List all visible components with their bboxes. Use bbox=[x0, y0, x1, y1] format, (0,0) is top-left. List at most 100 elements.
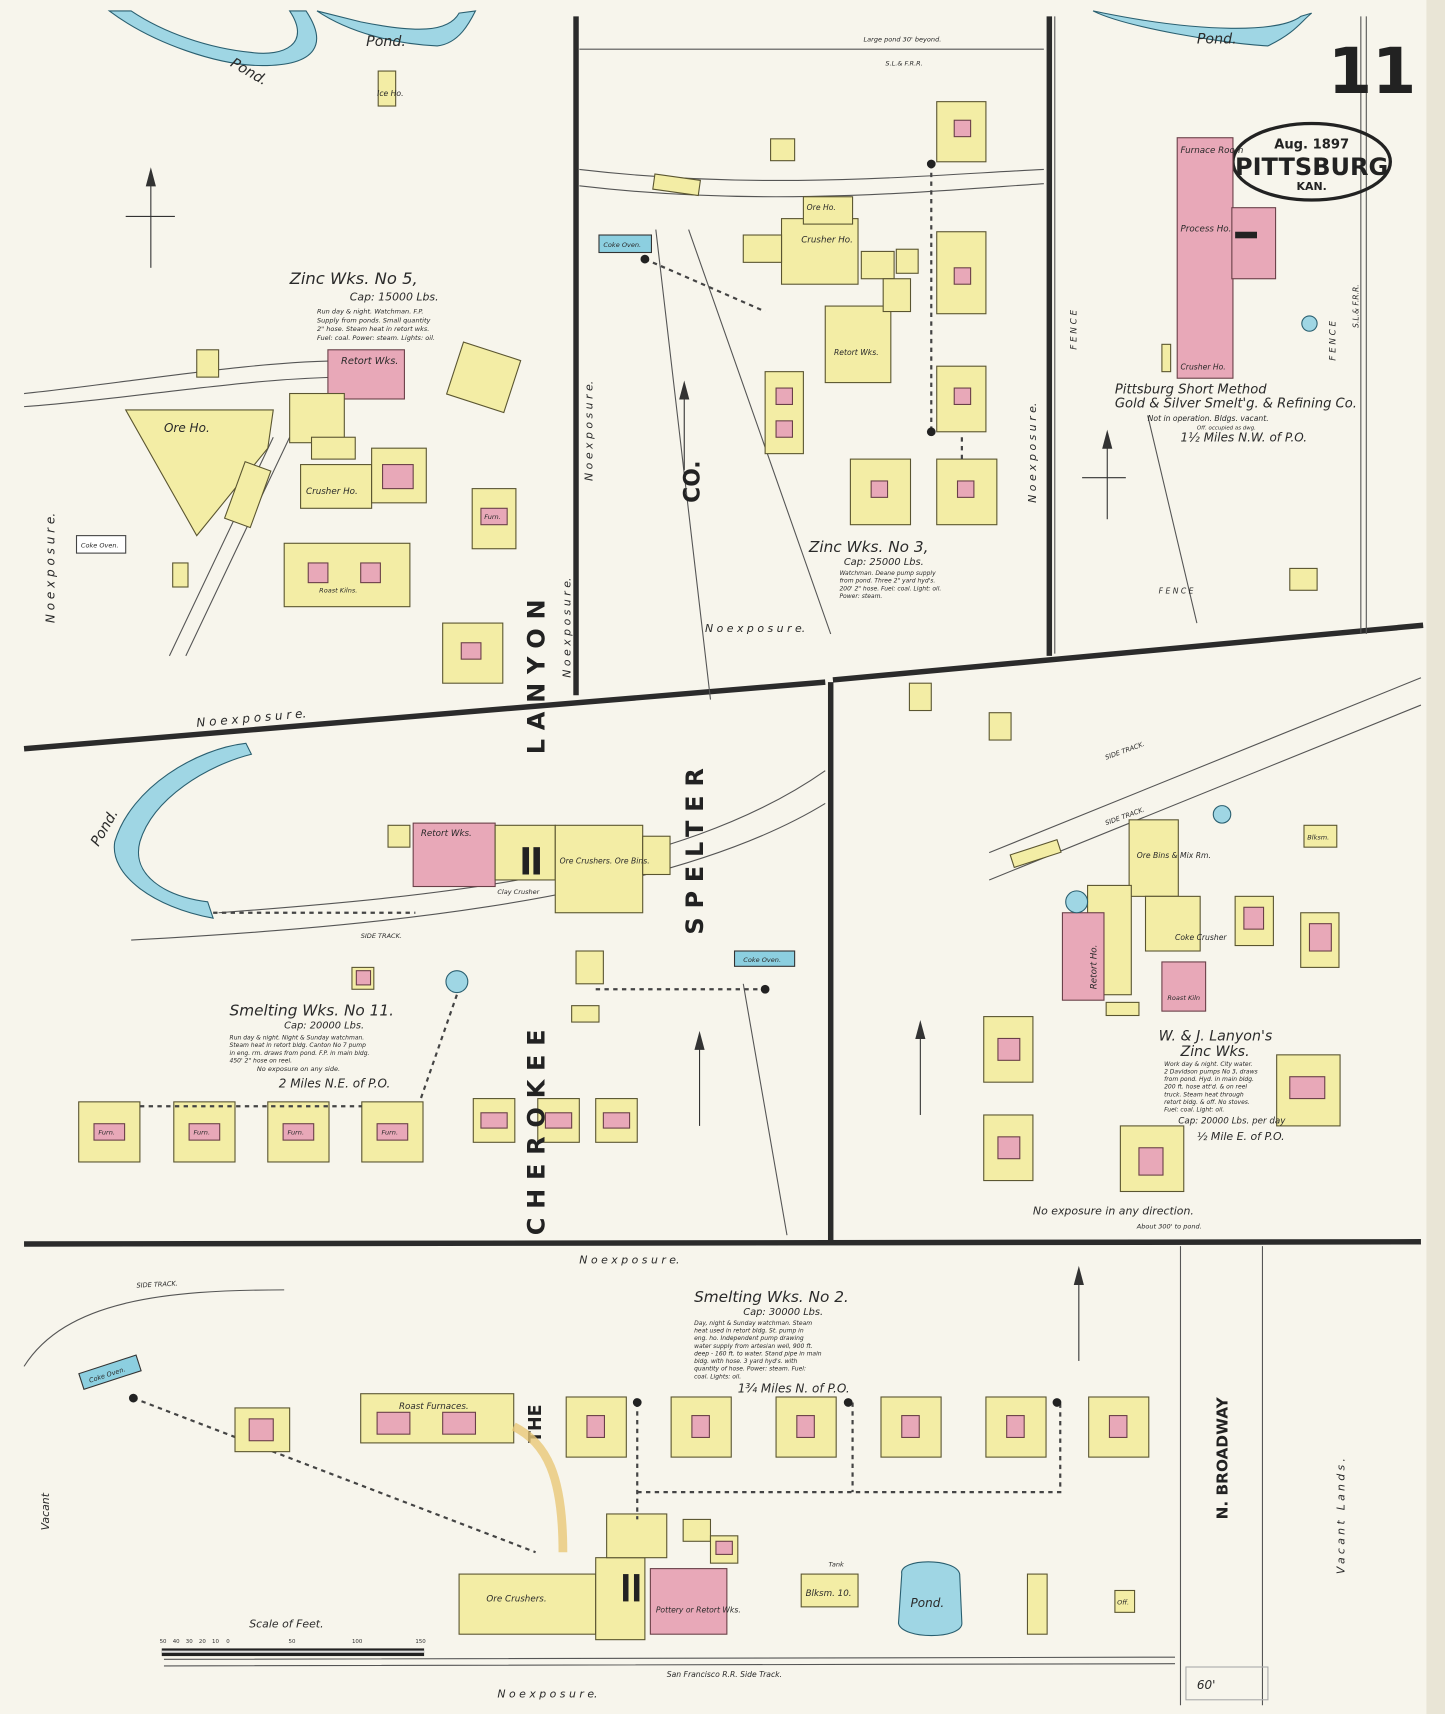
zinc-works-3: Large pond 30' beyond. S.L.& F.R.R. Crus… bbox=[582, 36, 1039, 635]
pond-label: Pond. bbox=[366, 34, 406, 50]
fence-label: F E N C E bbox=[1159, 587, 1194, 596]
crusher-house bbox=[300, 464, 373, 509]
works-title: Gold & Silver Smelt'g. & Refining Co. bbox=[1115, 397, 1357, 412]
roast-kilns bbox=[283, 542, 411, 608]
works-note: water supply from artesian well, 900 ft. bbox=[694, 1343, 813, 1350]
works-distance: 2 Miles N.E. of P.O. bbox=[279, 1077, 391, 1091]
blacksmith-label: Blksm. 10. bbox=[806, 1589, 852, 1599]
coke-oven bbox=[733, 950, 796, 967]
works-title: Zinc Wks. No 3, bbox=[808, 538, 929, 556]
works-capacity: Cap: 15000 Lbs. bbox=[350, 291, 439, 304]
scale-tick: 50 bbox=[160, 1639, 167, 1645]
fence-label: F E N C E bbox=[1329, 320, 1339, 360]
retort-works-label: Retort Wks. bbox=[834, 348, 879, 357]
ice-house-label: Ice Ho. bbox=[377, 89, 403, 98]
furnace-label: Furn. bbox=[484, 513, 501, 521]
pond-left-mid bbox=[113, 742, 253, 919]
ore-bins-label: Ore Bins & Mix Rm. bbox=[1137, 851, 1211, 860]
pond-distance-note: About 300' to pond. bbox=[1136, 1223, 1202, 1231]
scale-tick: 20 bbox=[199, 1639, 206, 1645]
side-track bbox=[23, 1289, 285, 1367]
company-name-spelter: SPELTER bbox=[681, 759, 709, 934]
company-co-label: CO. bbox=[681, 460, 706, 502]
process-house-label: Process Ho. bbox=[1180, 225, 1231, 235]
works-capacity: Cap: 25000 Lbs. bbox=[844, 557, 924, 568]
city-name: PITTSBURG bbox=[1235, 153, 1388, 181]
smelting-works-2: N o e x p o s u r e. N o e x p o s u r e… bbox=[39, 1254, 1347, 1701]
works-note: 2 Davidson pumps No 3, draws bbox=[1164, 1068, 1258, 1075]
retort-works bbox=[327, 349, 405, 400]
works-note: Power: steam. bbox=[839, 593, 882, 600]
state-name: KAN. bbox=[1297, 180, 1327, 193]
roast-kiln-label: Roast Kiln bbox=[1167, 994, 1200, 1002]
furnace-label: Furn. bbox=[381, 1129, 398, 1137]
works-note: Run day & night. Night & Sunday watchman… bbox=[230, 1035, 365, 1042]
works-note: Day, night & Sunday watchman. Steam bbox=[694, 1320, 812, 1327]
furnace-label: Furn. bbox=[287, 1129, 304, 1137]
ore-house-label: Ore Ho. bbox=[807, 203, 836, 212]
railroad-label: S.L.& F.R.R. bbox=[885, 60, 922, 68]
sheet-number: 11 bbox=[1328, 34, 1416, 108]
north-arrow-icon bbox=[125, 167, 1126, 1361]
works-distance: 1¾ Miles N. of P.O. bbox=[738, 1382, 850, 1396]
works-note: 200 ft. hose att'd. & on reel bbox=[1164, 1084, 1247, 1091]
works-capacity: Cap: 20000 Lbs. per day bbox=[1178, 1117, 1286, 1127]
block-divider bbox=[23, 679, 826, 752]
pittsburg-smelting-co: Furnace Room Process Ho. Crusher Ho. Pit… bbox=[1070, 137, 1361, 596]
works-note: coal. Lights: oil. bbox=[694, 1373, 741, 1380]
works-title: Pittsburg Short Method bbox=[1115, 383, 1267, 398]
exposure-label: N o e x p o s u r e. bbox=[705, 622, 805, 635]
retort-works-label: Retort Wks. bbox=[421, 829, 472, 839]
lot-line bbox=[579, 16, 1367, 1706]
works-note: Fuel: coal. Power: steam. Lights: oil. bbox=[317, 334, 435, 342]
works-distance: ½ Mile E. of P.O. bbox=[1197, 1130, 1285, 1143]
street-width: 60' bbox=[1197, 1678, 1216, 1692]
pond-label: Pond. bbox=[1197, 32, 1237, 48]
vacant-lands-label: Vacant Lands. bbox=[1334, 1455, 1347, 1574]
exposure-label: N o e x p o s u r e. bbox=[579, 1254, 679, 1267]
pond-label: Pond. bbox=[911, 1596, 945, 1610]
exposure-label: No exposure in any direction. bbox=[1033, 1204, 1194, 1217]
side-track bbox=[168, 229, 1198, 1236]
roast-kilns-label: Roast Kilns. bbox=[319, 586, 357, 594]
coke-oven bbox=[78, 1354, 142, 1390]
scale-tick: 100 bbox=[352, 1639, 363, 1645]
ore-crushers-label: Ore Crushers. bbox=[486, 1594, 546, 1604]
side-track-label: SIDE TRACK. bbox=[136, 1280, 178, 1290]
pond-top-right bbox=[1092, 10, 1312, 47]
scale-tick: 150 bbox=[415, 1639, 426, 1645]
clay-crusher-label: Clay Crusher bbox=[497, 888, 540, 896]
works-note: in eng. rm. draws from pond. F.P. in mai… bbox=[230, 1050, 370, 1057]
blacksmith-label: Blksm. bbox=[1307, 834, 1329, 842]
works-note: 2" hose. Steam heat in retort wks. bbox=[317, 325, 429, 333]
crusher-house-label: Crusher Ho. bbox=[1180, 362, 1225, 371]
lanyon-zinc-works: Ore Bins & Mix Rm. Coke Crusher Retort H… bbox=[908, 682, 1341, 1231]
works-note: Not in operation. Bldgs. vacant. bbox=[1148, 414, 1269, 423]
works-title: Zinc Wks. No 5, bbox=[289, 269, 418, 288]
scale-tick: 50 bbox=[289, 1639, 296, 1645]
works-capacity: Cap: 30000 Lbs. bbox=[743, 1307, 823, 1318]
coke-oven-label: Coke Oven. bbox=[603, 241, 641, 249]
pond-top-left bbox=[107, 10, 317, 67]
exposure-label: N o e x p o s u r e. bbox=[44, 513, 58, 623]
ice-house bbox=[377, 70, 397, 107]
scale-bar: Scale of Feet. 50 40 30 20 10 0 50 100 1… bbox=[160, 1618, 426, 1657]
large-pond-note: Large pond 30' beyond. bbox=[864, 36, 942, 44]
side-track-label: San Francisco R.R. Side Track. bbox=[667, 1670, 782, 1679]
ore-house-label: Ore Ho. bbox=[164, 421, 210, 435]
works-note: No exposure on any side. bbox=[257, 1065, 340, 1073]
works-note: 450' 2" hose on reel. bbox=[230, 1058, 293, 1065]
works-note: Steam heat in retort bldg. Canton No 7 p… bbox=[230, 1042, 367, 1049]
works-note: eng. ho. Independent pump drawing bbox=[694, 1335, 804, 1342]
works-note: truck. Steam heat through bbox=[1164, 1091, 1244, 1098]
company-name-lanyon: LANYON bbox=[522, 591, 550, 755]
works-note: Fuel: coal. Light: oil. bbox=[1164, 1107, 1224, 1114]
paper-edge bbox=[1426, 0, 1445, 1714]
works-capacity: Cap: 20000 Lbs. bbox=[284, 1021, 364, 1032]
scale-title: Scale of Feet. bbox=[249, 1618, 323, 1631]
pond-top-mid bbox=[316, 10, 477, 47]
retort-works-label: Retort Wks. bbox=[341, 356, 398, 367]
furnace-label: Furn. bbox=[193, 1129, 210, 1137]
works-note: deep - 160 ft. to water. Stand pipe in m… bbox=[694, 1350, 822, 1357]
